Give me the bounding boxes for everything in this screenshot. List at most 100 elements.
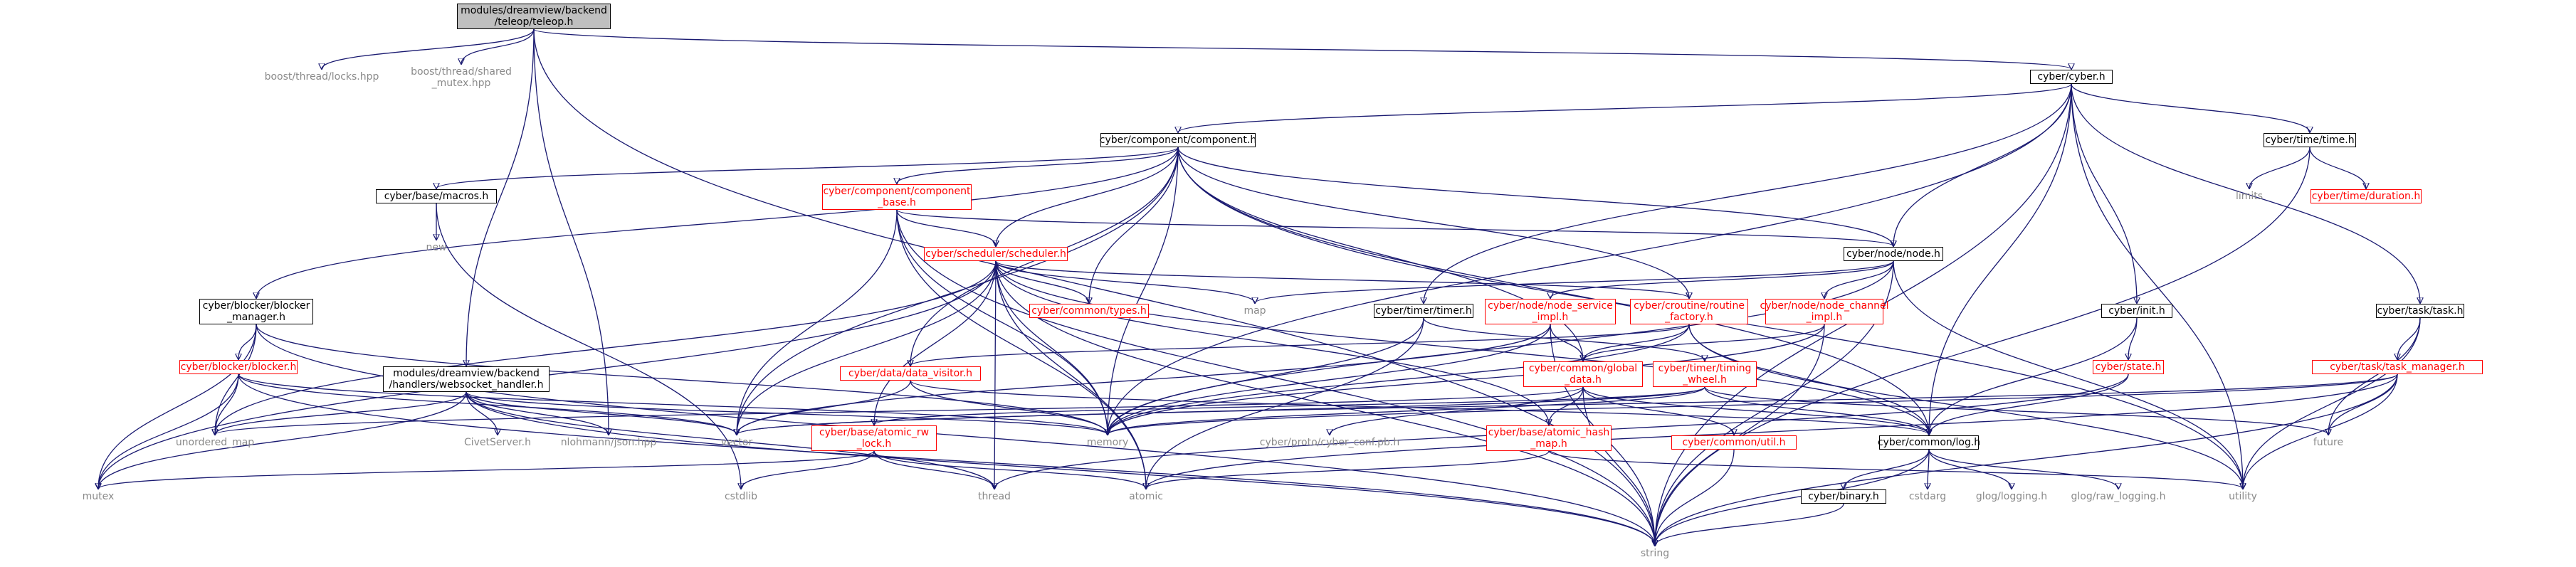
- node-duration[interactable]: cyber/time/duration.h: [2310, 189, 2422, 203]
- edge-teleop-to-cyber-h: [533, 28, 2071, 69]
- edge-task-manager-to-string: [1655, 373, 2398, 546]
- node-label-line: cyber/node/node.h: [1846, 248, 1940, 260]
- node-label-line: cyber/component/component: [823, 186, 971, 197]
- node-timing-wheel[interactable]: cyber/timer/timing_wheel.h: [1653, 361, 1757, 387]
- edge-log-h-to-binary: [1844, 449, 1930, 489]
- edge-blocker-manager-to-memory: [256, 324, 1108, 435]
- node-label-line: cyber/common/log.h: [1877, 437, 1981, 448]
- node-task-manager[interactable]: cyber/task/task_manager.h: [2312, 360, 2483, 374]
- node-binary[interactable]: cyber/binary.h: [1801, 489, 1886, 504]
- node-mutex: mutex: [77, 489, 120, 504]
- node-scheduler[interactable]: cyber/scheduler/scheduler.h: [924, 247, 1068, 261]
- edge-timing-wheel-to-future: [1704, 386, 2328, 435]
- node-cyber-h[interactable]: cyber/cyber.h: [2030, 70, 2113, 84]
- node-blocker[interactable]: cyber/blocker/blocker.h: [179, 360, 298, 374]
- node-future: future: [2303, 435, 2353, 450]
- node-log-h[interactable]: cyber/common/log.h: [1877, 435, 1981, 450]
- edge-task-manager-to-atomic: [1146, 373, 2398, 489]
- edge-component-to-blocker-manager: [256, 147, 1179, 298]
- node-common-types[interactable]: cyber/common/types.h: [1029, 304, 1149, 318]
- edge-timing-wheel-to-memory: [1108, 386, 1705, 435]
- edge-cyber-h-to-node-h: [1893, 83, 2072, 246]
- node-label-line: string: [1640, 548, 1670, 559]
- edge-node-service-to-memory: [1108, 324, 1551, 435]
- edge-routine-factory-to-global-data: [1583, 324, 1690, 361]
- edge-websocket-to-thread: [466, 391, 994, 489]
- edge-node-h-to-utility: [1893, 260, 2243, 489]
- edge-log-h-to-string: [1655, 449, 1930, 546]
- node-component[interactable]: cyber/component/component.h: [1100, 133, 1256, 147]
- edge-scheduler-to-atomic-hash: [995, 260, 1549, 425]
- node-label-line: cyber/binary.h: [1808, 491, 1879, 502]
- node-boost-locks: boost/thread/locks.hpp: [263, 70, 380, 84]
- edge-global-data-to-log-h: [1582, 386, 1929, 435]
- node-label-line: glog/raw_logging.h: [2071, 491, 2166, 502]
- edge-timer-h-to-timing-wheel: [1423, 317, 1705, 361]
- edge-log-h-to-glog-logging: [1928, 449, 2012, 489]
- node-node-service[interactable]: cyber/node/node_service_impl.h: [1485, 299, 1616, 324]
- edge-teleop-to-boost-shared: [461, 28, 535, 64]
- node-label-line: cstdarg: [1908, 491, 1947, 502]
- node-boost-shared: boost/thread/shared_mutex.hpp: [404, 65, 518, 90]
- edge-time-h-to-string: [1655, 147, 2310, 546]
- node-macros[interactable]: cyber/base/macros.h: [376, 189, 497, 203]
- edge-task-manager-to-utility: [2243, 373, 2398, 489]
- edge-cyber-h-to-utility: [2071, 83, 2243, 489]
- node-routine-factory[interactable]: cyber/croutine/routine_factory.h: [1630, 299, 1748, 324]
- edge-global-data-to-cyber-conf: [1330, 386, 1584, 435]
- node-atomic-hash[interactable]: cyber/base/atomic_hash_map.h: [1486, 425, 1612, 451]
- edge-node-h-to-node-service: [1550, 260, 1894, 298]
- edge-atomic-rw-to-thread: [873, 450, 994, 489]
- edge-common-util-to-string: [1655, 449, 1735, 546]
- edge-teleop-to-boost-locks: [322, 28, 535, 69]
- node-node-h[interactable]: cyber/node/node.h: [1844, 247, 1943, 261]
- node-label-line: nlohmann/json.hpp: [560, 437, 657, 448]
- node-atomic-rw[interactable]: cyber/base/atomic_rw_lock.h: [811, 425, 937, 451]
- edge-scheduler-to-routine-factory: [995, 260, 1689, 298]
- node-state-h[interactable]: cyber/state.h: [2093, 360, 2164, 374]
- edge-node-channel-to-memory: [1108, 324, 1825, 435]
- node-data-visitor[interactable]: cyber/data/data_visitor.h: [840, 366, 981, 381]
- edge-blocker-to-mutex: [98, 373, 239, 489]
- node-global-data[interactable]: cyber/common/global_data.h: [1523, 361, 1643, 387]
- edge-component-to-component-base: [897, 147, 1179, 184]
- node-label-line: cyber/base/macros.h: [384, 191, 489, 202]
- edge-task-h-to-future: [2328, 317, 2421, 435]
- edge-websocket-to-unordered-map: [215, 391, 467, 435]
- node-label-line: vector: [720, 437, 753, 448]
- edge-teleop-to-nlohmann: [533, 28, 609, 435]
- node-utility: utility: [2218, 489, 2268, 504]
- node-limits: limits: [2228, 189, 2271, 203]
- node-timer-h[interactable]: cyber/timer/timer.h: [1374, 304, 1473, 318]
- edge-group: [98, 28, 2421, 546]
- node-vector: vector: [712, 435, 762, 450]
- node-node-channel[interactable]: cyber/node/node_channel_impl.h: [1760, 299, 1888, 324]
- node-map: map: [1237, 304, 1273, 318]
- node-label-line: future: [2313, 437, 2344, 448]
- node-label-line: /handlers/websocket_handler.h: [389, 379, 544, 391]
- node-label-line: utility: [2229, 491, 2257, 502]
- edge-atomic-rw-to-cstdlib: [741, 450, 875, 489]
- node-task-h[interactable]: cyber/task/task.h: [2376, 304, 2464, 318]
- node-label-line: _wheel.h: [1683, 374, 1727, 386]
- node-common-util[interactable]: cyber/common/util.h: [1671, 435, 1797, 450]
- node-time-h[interactable]: cyber/time/time.h: [2264, 133, 2356, 147]
- edge-component-base-to-atomic: [896, 209, 1146, 489]
- node-websocket[interactable]: modules/dreamview/backend/handlers/webso…: [383, 366, 550, 392]
- node-component-base[interactable]: cyber/component/component_base.h: [822, 184, 972, 210]
- node-label-line: limits: [2235, 191, 2264, 202]
- edge-blocker-manager-to-unordered-map: [215, 324, 257, 435]
- edge-node-channel-to-string: [1655, 324, 1825, 546]
- node-blocker-manager[interactable]: cyber/blocker/blocker_manager.h: [199, 299, 313, 324]
- edge-websocket-to-civet: [466, 391, 498, 435]
- node-label-line: cyber/timer/timer.h: [1375, 305, 1472, 317]
- edge-component-to-routine-factory: [1177, 147, 1689, 298]
- edge-time-h-to-duration: [2309, 147, 2366, 189]
- edge-global-data-to-string: [1582, 386, 1655, 546]
- node-init-h[interactable]: cyber/init.h: [2101, 304, 2172, 318]
- node-label-line: modules/dreamview/backend: [393, 368, 540, 379]
- node-label-line: CivetServer.h: [463, 437, 531, 448]
- edge-websocket-to-vector: [466, 391, 737, 435]
- node-label-line: cyber/scheduler/scheduler.h: [925, 248, 1066, 260]
